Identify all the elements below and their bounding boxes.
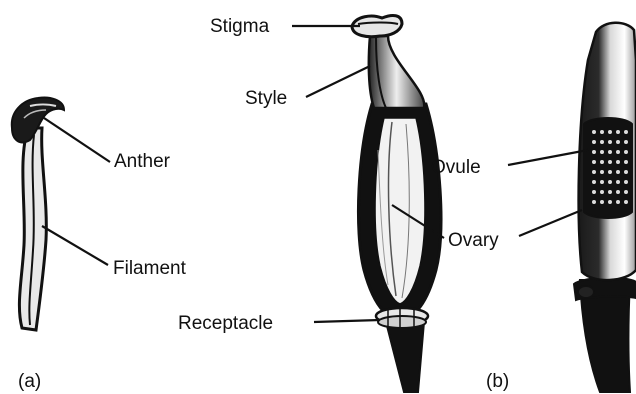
leader-lines-a <box>42 118 110 265</box>
label-style: Style <box>245 88 287 109</box>
receptacle-leader <box>314 320 380 322</box>
style-leader <box>306 66 370 97</box>
label-stigma: Stigma <box>210 16 270 37</box>
ovary-leader-section <box>519 210 582 236</box>
panel-label-a: (a) <box>18 371 41 392</box>
label-ovary: Ovary <box>448 230 499 251</box>
label-anther: Anther <box>114 151 171 172</box>
panel-label-b: (b) <box>486 371 509 392</box>
leader-lines-c <box>508 150 588 236</box>
filament-leader <box>42 226 108 265</box>
pistil-drawing <box>352 16 441 392</box>
anther-leader <box>44 118 110 162</box>
label-receptacle: Receptacle <box>178 313 273 334</box>
ovule-leader <box>508 150 588 165</box>
receptacle-shape <box>376 308 428 328</box>
stamen-drawing <box>12 98 64 331</box>
ovary-section-drawing <box>574 23 636 392</box>
label-ovule: Ovule <box>431 157 481 178</box>
label-filament: Filament <box>113 258 187 279</box>
